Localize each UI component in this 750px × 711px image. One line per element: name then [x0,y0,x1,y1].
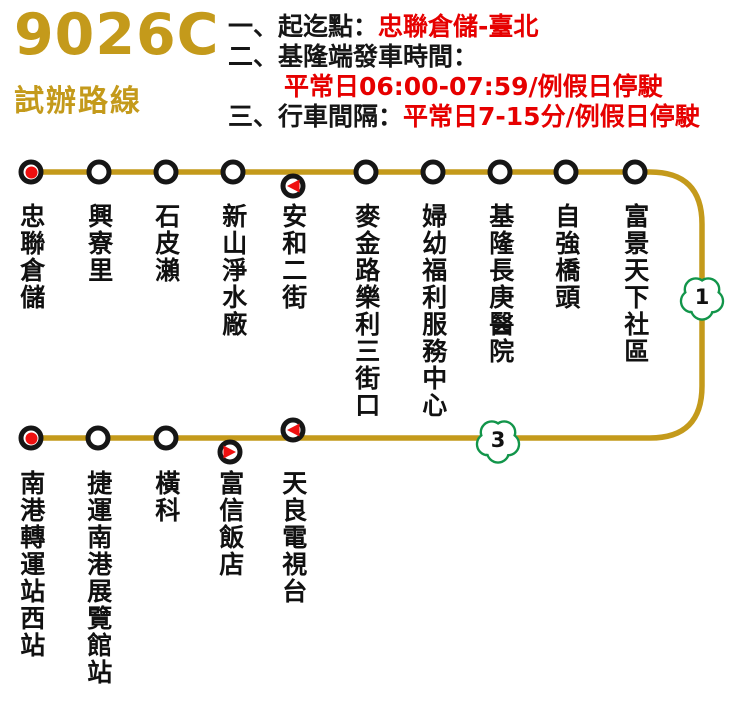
arrow-left-icon [287,179,300,193]
note-headway-value: 平常日7-15分/例假日停駛 [403,102,700,131]
stop-label: 富景天下社區 [620,203,650,365]
stop-marker-stop [85,425,111,451]
stop-label: 麥金路樂利三街口 [351,203,381,419]
stop-marker-stop [622,159,648,185]
stop-marker-terminal [18,159,44,185]
flower-badge-icon [679,277,725,321]
stop-label: 基隆長庚醫院 [485,203,515,365]
stop-marker-stop [487,159,513,185]
stop-label: 石皮瀨 [151,203,181,284]
stop-label: 富信飯店 [215,470,245,578]
stop-marker-stop [153,159,179,185]
stop-marker-stop [86,159,112,185]
stop-label: 自強橋頭 [551,203,581,311]
stop-label: 南港轉運站西站 [16,470,46,659]
section-badge-1: 1 [678,274,726,322]
note-endpoints-value: 忠聯倉儲-臺北 [378,12,539,41]
stop-marker-arrow-left [280,173,306,199]
section-badge-number: 3 [490,428,506,452]
stop-label: 忠聯倉儲 [16,203,46,311]
stop-label: 捷運南港展覽館站 [83,470,113,686]
flower-badge-icon [475,420,521,464]
route-type-label: 試辦路線 [14,84,142,119]
stop-label: 興寮里 [84,203,114,284]
stop-label: 天良電視台 [278,470,308,605]
stop-label: 橫科 [151,470,181,524]
stop-marker-stop [420,159,446,185]
note-line-departure-label: 二、基隆端發車時間： [228,42,748,72]
stop-marker-arrow-left [280,417,306,443]
note-endpoints-label: 一、起迄點： [228,12,379,41]
note-line-endpoints: 一、起迄點：忠聯倉儲-臺北 [228,12,748,42]
route-notes: 一、起迄點：忠聯倉儲-臺北 二、基隆端發車時間： 平常日06:00-07:59/… [228,12,748,132]
stop-marker-stop [220,159,246,185]
note-line-headway: 三、行車間隔：平常日7-15分/例假日停駛 [228,102,748,132]
arrow-right-icon [223,445,236,459]
stop-marker-stop [153,425,179,451]
stop-marker-stop [553,159,579,185]
terminal-dot-icon [25,432,37,444]
stop-marker-terminal [18,425,44,451]
note-departure-label: 二、基隆端發車時間： [228,42,479,71]
stop-label: 新山淨水廠 [218,203,248,338]
stop-marker-stop [353,159,379,185]
stop-marker-arrow-right [217,439,243,465]
stop-label: 婦幼福利服務中心 [418,203,448,419]
section-badge-3: 3 [474,417,522,465]
note-line-departure-time: 平常日06:00-07:59/例假日停駛 [228,72,748,102]
route-number: 9026C [14,2,220,68]
note-departure-value: 平常日06:00-07:59/例假日停駛 [284,72,663,101]
arrow-left-icon [287,423,300,437]
terminal-dot-icon [25,166,37,178]
note-headway-label: 三、行車間隔： [228,102,404,131]
stop-label: 安和二街 [278,203,308,311]
section-badge-number: 1 [694,285,710,309]
